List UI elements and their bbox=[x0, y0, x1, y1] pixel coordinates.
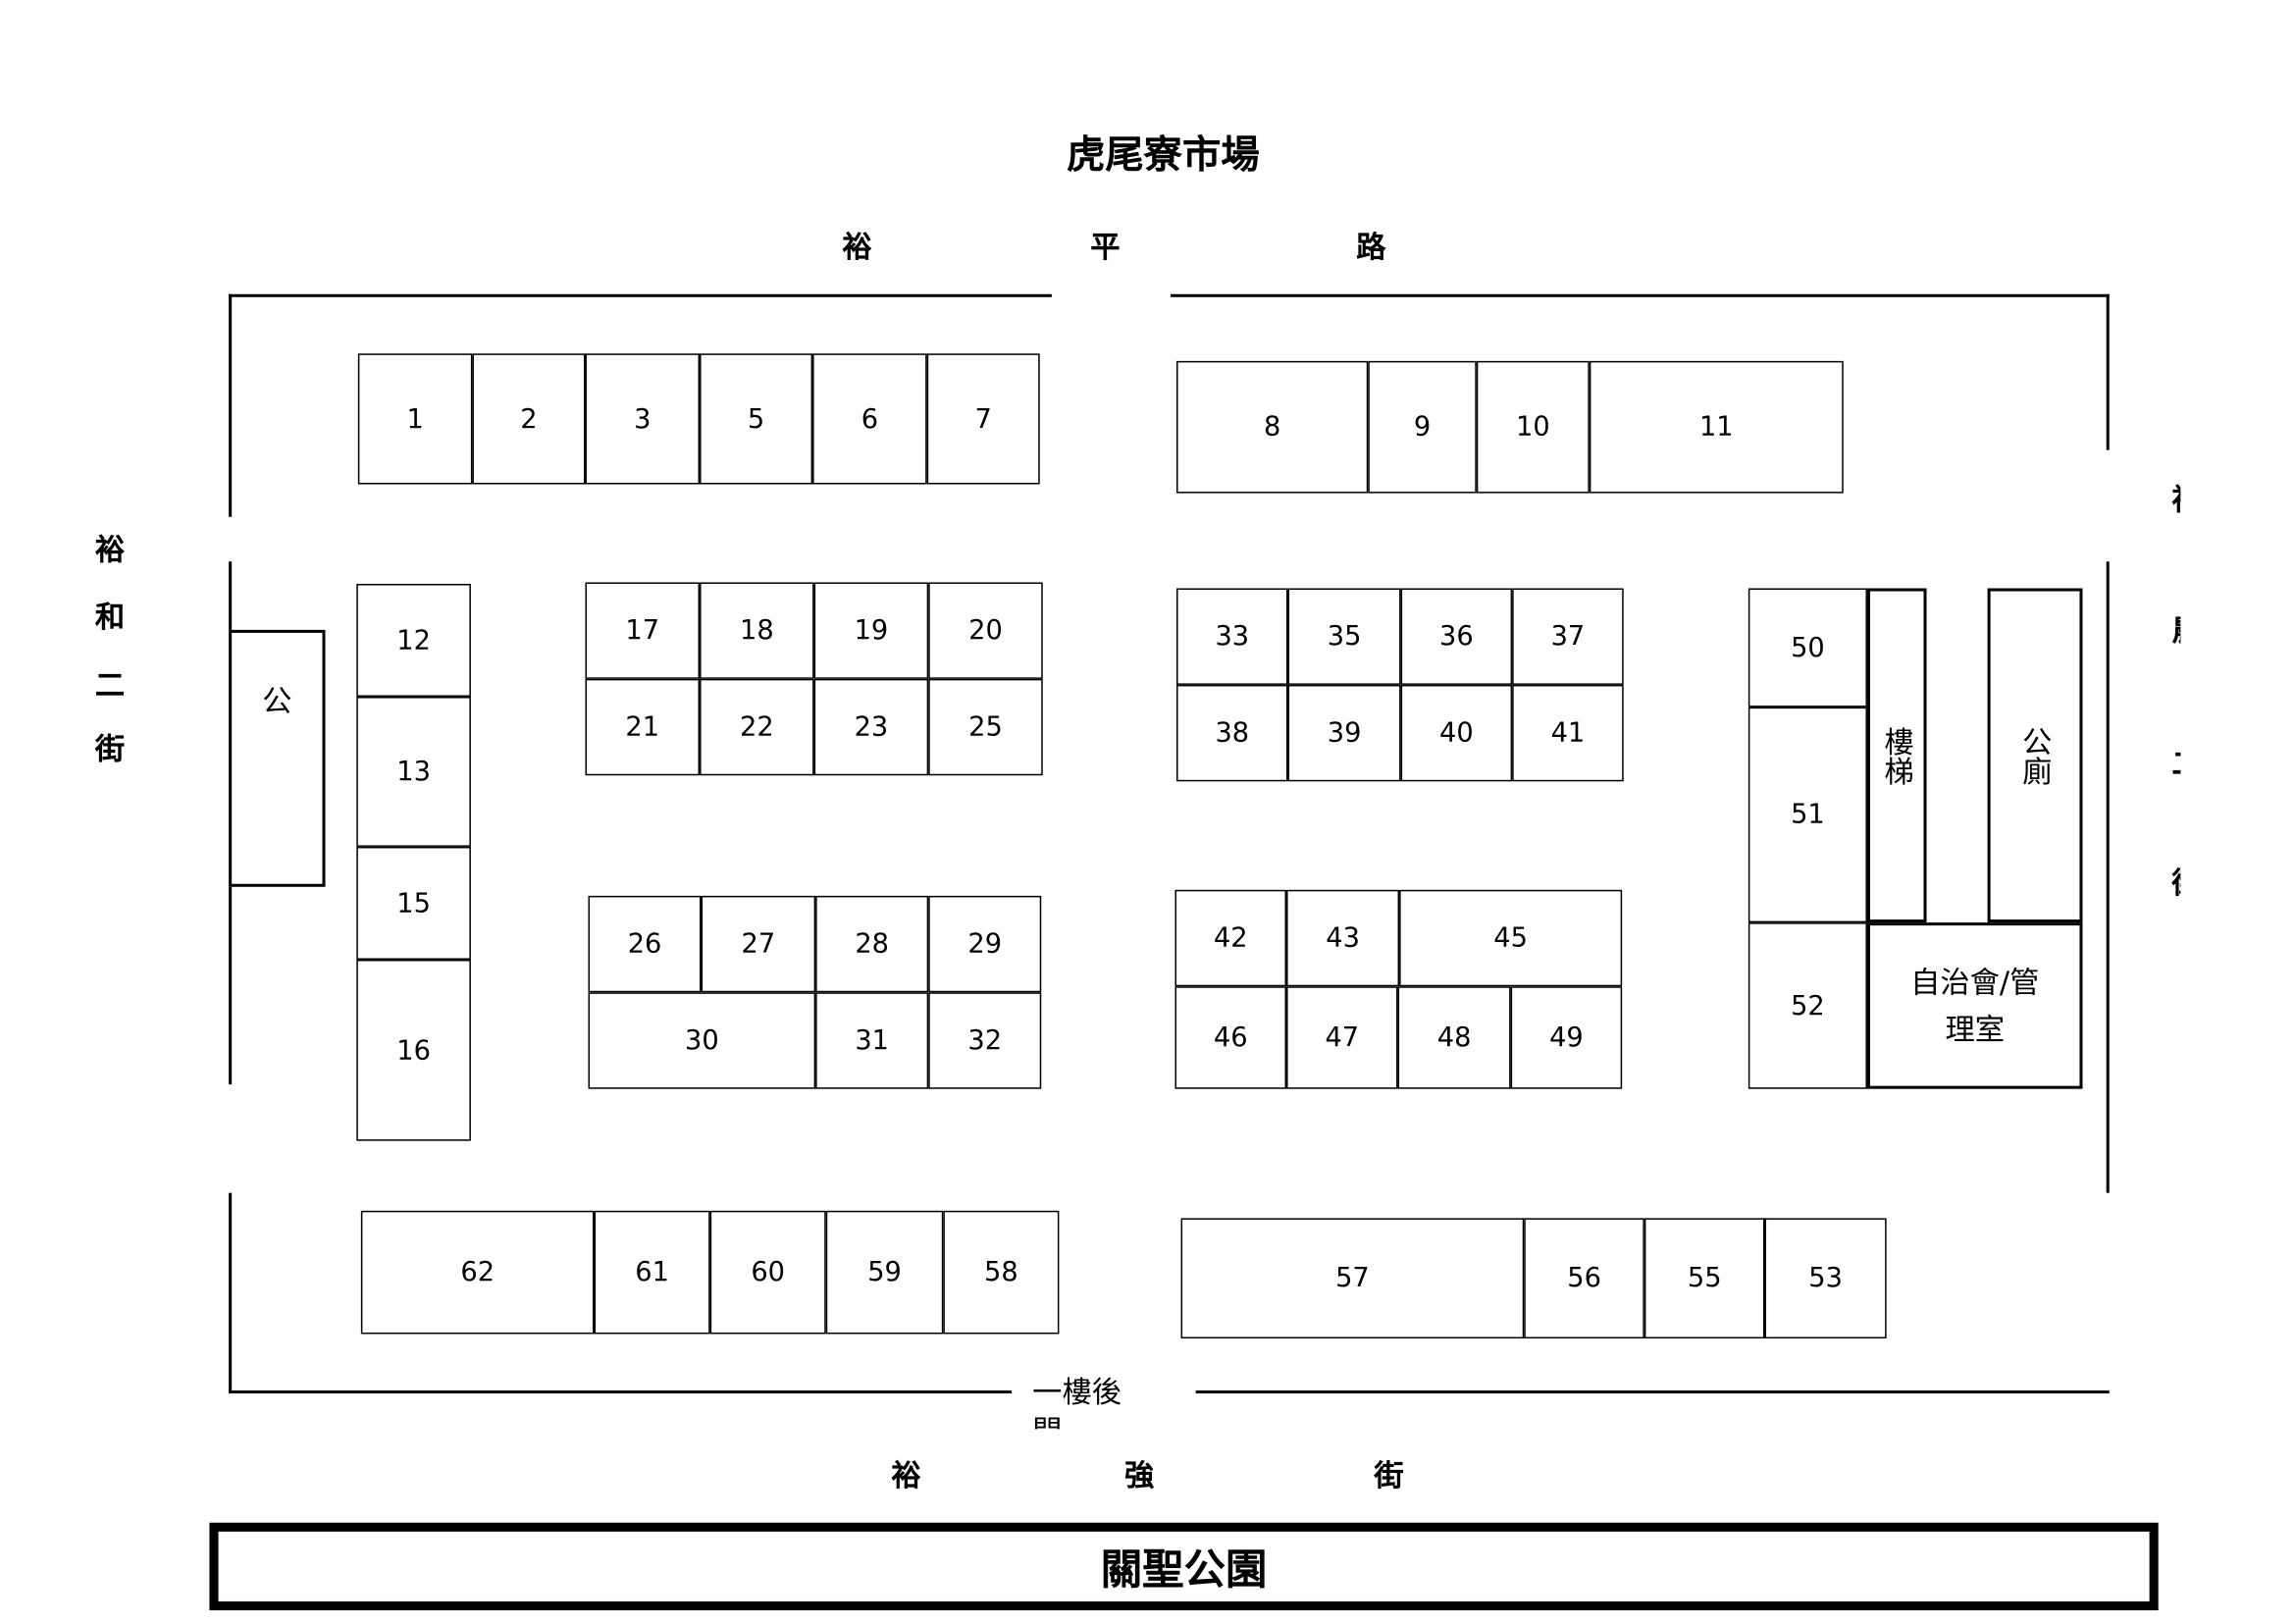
stall-56: 56 bbox=[1524, 1218, 1644, 1339]
stall-43: 43 bbox=[1286, 889, 1400, 987]
stall-32: 32 bbox=[928, 992, 1042, 1089]
wall-right-upper bbox=[2106, 293, 2110, 450]
stall-49: 49 bbox=[1510, 986, 1623, 1089]
wall-bottom-left bbox=[229, 1390, 1012, 1394]
stall-27: 27 bbox=[701, 895, 816, 993]
stall-17: 17 bbox=[585, 582, 701, 679]
street-right-clipped: 裕 農 二 街 bbox=[2171, 475, 2180, 920]
wall-top-left bbox=[229, 293, 1052, 297]
stall-25: 25 bbox=[928, 678, 1043, 776]
stall-12: 12 bbox=[356, 583, 471, 698]
park-box: 關聖公園 bbox=[209, 1522, 2159, 1611]
street-right-char-4: 街 bbox=[2171, 859, 2180, 902]
street-right-char-2: 農 bbox=[2171, 606, 2180, 650]
stall-2: 2 bbox=[472, 353, 586, 485]
stall-37: 37 bbox=[1512, 588, 1624, 685]
street-bottom-char-1: 裕 bbox=[891, 1457, 921, 1493]
wall-top-right bbox=[1170, 293, 2110, 297]
page-title: 虎尾寮市場 bbox=[1066, 133, 1260, 179]
stall-30: 30 bbox=[588, 992, 816, 1089]
stall-11: 11 bbox=[1589, 360, 1844, 494]
wall-bottom-right bbox=[1195, 1390, 2110, 1394]
stall-41: 41 bbox=[1512, 684, 1624, 782]
street-left-char-1: 裕 bbox=[94, 531, 126, 568]
stall-39: 39 bbox=[1287, 684, 1401, 782]
street-left-char-4: 街 bbox=[94, 730, 126, 767]
street-top-char-1: 裕 bbox=[842, 229, 872, 265]
stairs: 樓梯 bbox=[1866, 588, 1927, 923]
stall-47: 47 bbox=[1286, 986, 1398, 1089]
stall-33: 33 bbox=[1176, 588, 1288, 685]
stall-15: 15 bbox=[356, 846, 471, 960]
stall-21: 21 bbox=[585, 678, 701, 776]
stall-6: 6 bbox=[812, 353, 927, 485]
stall-31: 31 bbox=[815, 992, 929, 1089]
stall-29: 29 bbox=[928, 895, 1042, 993]
stall-38: 38 bbox=[1176, 684, 1288, 782]
left-toilet: 公 bbox=[229, 629, 326, 887]
street-top-char-3: 路 bbox=[1356, 229, 1386, 265]
wall-left-lower bbox=[229, 1192, 233, 1394]
stall-20: 20 bbox=[928, 582, 1043, 679]
stall-26: 26 bbox=[588, 895, 702, 993]
wall-right-lower bbox=[2106, 561, 2110, 1193]
stall-1: 1 bbox=[357, 353, 473, 485]
stall-19: 19 bbox=[813, 582, 929, 679]
stall-36: 36 bbox=[1400, 588, 1513, 685]
stall-23: 23 bbox=[813, 678, 929, 776]
stall-35: 35 bbox=[1287, 588, 1401, 685]
stall-61: 61 bbox=[594, 1210, 710, 1335]
street-left-char-2: 和 bbox=[94, 599, 126, 635]
street-bottom-char-2: 強 bbox=[1124, 1457, 1155, 1493]
public-toilet: 公廁 bbox=[1987, 588, 2083, 923]
stall-48: 48 bbox=[1397, 986, 1511, 1089]
stall-51: 51 bbox=[1747, 707, 1867, 923]
stall-8: 8 bbox=[1176, 360, 1369, 494]
stall-16: 16 bbox=[356, 959, 471, 1141]
stall-45: 45 bbox=[1399, 889, 1623, 987]
stall-59: 59 bbox=[825, 1210, 944, 1335]
street-right-char-1: 裕 bbox=[2171, 475, 2180, 518]
wall-left-upper bbox=[229, 293, 233, 517]
stall-58: 58 bbox=[943, 1210, 1060, 1335]
stall-50: 50 bbox=[1747, 588, 1867, 707]
stall-55: 55 bbox=[1643, 1218, 1765, 1339]
stall-28: 28 bbox=[815, 895, 929, 993]
stall-5: 5 bbox=[700, 353, 813, 485]
stall-46: 46 bbox=[1174, 986, 1287, 1089]
stall-40: 40 bbox=[1400, 684, 1513, 782]
stall-53: 53 bbox=[1764, 1218, 1887, 1339]
street-left-char-3: 二 bbox=[94, 666, 126, 704]
park-label: 關聖公園 bbox=[1100, 1544, 1268, 1594]
stall-52: 52 bbox=[1747, 922, 1867, 1089]
stall-10: 10 bbox=[1476, 360, 1590, 494]
stall-3: 3 bbox=[585, 353, 701, 485]
street-right-char-3: 二 bbox=[2171, 740, 2180, 783]
management-office: 自治會/管理室 bbox=[1866, 922, 2083, 1089]
stall-18: 18 bbox=[700, 582, 814, 679]
stall-57: 57 bbox=[1180, 1218, 1525, 1339]
stall-9: 9 bbox=[1368, 360, 1477, 494]
street-bottom-char-3: 街 bbox=[1374, 1457, 1404, 1493]
stall-62: 62 bbox=[360, 1210, 595, 1335]
back-door-label: 一樓後門 bbox=[1032, 1374, 1121, 1429]
street-top-char-2: 平 bbox=[1090, 229, 1121, 265]
stall-7: 7 bbox=[926, 353, 1040, 485]
stall-42: 42 bbox=[1174, 889, 1287, 987]
stall-13: 13 bbox=[356, 697, 471, 847]
stall-22: 22 bbox=[700, 678, 814, 776]
stall-60: 60 bbox=[709, 1210, 826, 1335]
